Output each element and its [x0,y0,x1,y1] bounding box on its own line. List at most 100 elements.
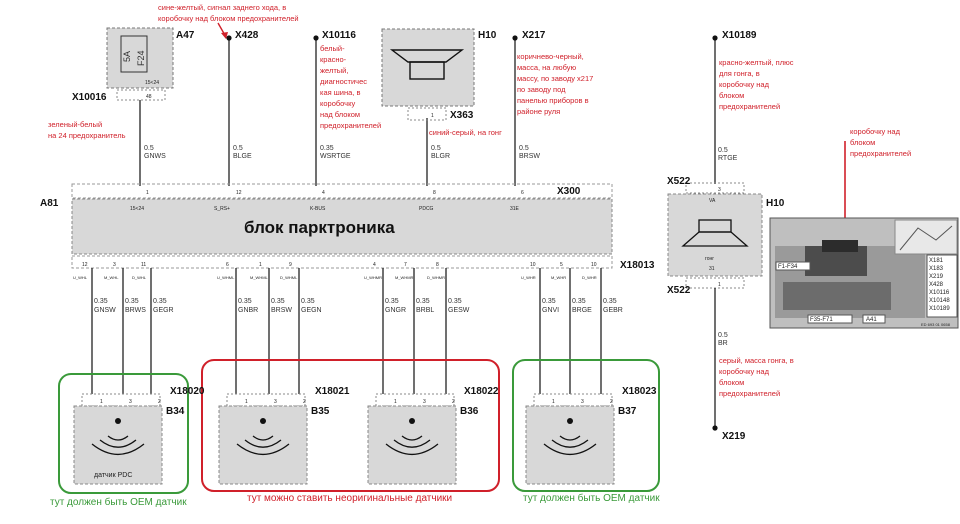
bottom-wire-size: 0.35 [385,298,399,305]
bottom-wire-code: BRSW [271,307,292,314]
bottom-pin-signal: M_WHL [104,275,119,280]
sensor-label: датчик PDC [94,472,132,479]
svg-text:коричнево-черный,: коричнево-черный, [517,52,584,61]
svg-text:коробочку: коробочку [320,99,355,108]
x522-top-connector [685,182,745,194]
sensor-wave [559,435,581,441]
svg-text:BRSW: BRSW [519,153,540,160]
svg-text:диагностичес: диагностичес [320,77,367,86]
photo-label-f35: F35-F71 [810,317,833,323]
sensor-wave [551,439,589,448]
block-signals: 15<24 S_RS+ K-BUS PDCG 31E [130,206,520,212]
gong-box [667,193,763,277]
gong-ground-code: BR [718,340,728,347]
bottom-pin-signal: U_WHML [217,275,235,280]
svg-text:WSRTGE: WSRTGE [320,153,351,160]
block-name: A81 [40,198,59,209]
sensor-box [525,405,615,485]
x10116-label: X10116 [322,30,356,41]
sensor-pin: 1 [245,399,248,405]
svg-text:X428: X428 [929,282,944,288]
bottom-pin-signal: D_WHL [132,275,147,280]
x217-label: X217 [522,30,546,41]
x219-label: X219 [722,431,746,442]
fusebox-photo [769,217,959,329]
svg-text:белый-: белый- [320,44,345,53]
svg-text:массу, по заводу x217: массу, по заводу x217 [517,74,593,83]
bottom-wire-size: 0.35 [153,298,167,305]
fuse-box [106,27,174,89]
gong-va: VA [709,198,716,204]
sensor-connector [81,393,161,407]
bottom-pin-signal: U_WHR [521,275,536,280]
top-wire-labels: 0.5 GNWS 0.5 BLGE 0.35 WSRTGE 0.5 BLGR 0… [144,145,540,160]
sensor-connector [533,393,613,407]
svg-text:8: 8 [433,190,436,196]
x363-note: синий-серый, на гонг [429,128,502,137]
photo-code: ED 693 01 0658 [921,322,951,327]
svg-text:блоком: блоком [719,378,744,387]
bottom-wire-code: GEGN [301,307,322,314]
sensor-pin: 1 [100,399,103,405]
bottom-pin: 12 [82,262,88,268]
sensor-connector [226,393,306,407]
sensor-box [367,405,457,485]
svg-text:X183: X183 [929,266,944,272]
bottom-wire-code: BRWS [125,307,146,314]
bottom-pin: 11 [141,262,146,268]
svg-text:коробочку над: коробочку над [850,127,901,136]
svg-text:31E: 31E [510,206,520,212]
fuse-amp: 5A [122,51,132,62]
sensor-name: B36 [460,406,479,417]
bottom-wire-code: GESW [448,307,470,314]
bottom-wire-size: 0.35 [542,298,556,305]
sensor-wave [236,443,290,456]
sensor-wave [401,435,423,441]
x522-top-label: X522 [667,176,691,187]
svg-text:предохранителей: предохранителей [850,149,911,158]
svg-text:BLGR: BLGR [431,153,450,160]
sensor-dot [567,418,573,424]
photo-list: X181 X183 X219 X428 X10116 X10148 X10189 [929,258,950,312]
svg-text:предохранителей: предохранителей [719,102,780,111]
fuse-box-name: A47 [176,30,195,41]
svg-text:блоком: блоком [719,91,744,100]
oem-sensor-frame-right [512,359,660,492]
bottom-pin: 8 [436,262,439,268]
sensor-name: B35 [311,406,330,417]
box-note: коробочку над блоком предохранителей [850,127,911,158]
sensor-wave [393,439,431,448]
parktronic-block [71,198,613,255]
fuse-symbol [120,35,148,73]
x10189-note: красно-желтый, плюс для гонга, в коробоч… [719,58,794,111]
svg-text:коробочку над: коробочку над [719,367,770,376]
sensor-connector [375,393,455,407]
top-note-arrowhead [221,32,228,39]
fuse-pin-no: 48 [146,94,152,100]
bottom-pin: 1 [259,262,262,268]
bottom-pin: 7 [404,262,407,268]
gong-ground-size: 0.5 [718,332,728,339]
sensor-pin: 3 [129,399,132,405]
red-note: тут можно ставить неоригинальные датчики [247,493,452,504]
sensor-pin: 2 [303,399,306,405]
sensor-pin: 1 [552,399,555,405]
sensor-pin: 2 [610,399,613,405]
svg-text:X181: X181 [929,258,944,264]
bottom-pin-signal: U_WHL [73,275,88,280]
bottom-pin: 6 [226,262,229,268]
svg-text:блоком: блоком [850,138,875,147]
sensor-name: B34 [166,406,185,417]
bottom-wire-size: 0.35 [238,298,252,305]
top-note-line1: сине-желтый, сигнал заднего хода, в [158,3,286,12]
bottom-pin-signal: M_WHMR [395,275,414,280]
svg-text:BLGE: BLGE [233,153,252,160]
x522-bottom-label: X522 [667,285,691,296]
sensor-connector-label: X18022 [464,386,499,397]
sensor-wave [244,439,282,448]
top-note-line2: коробочку над блоком предохранителей [158,14,299,23]
x18013-label: X18013 [620,260,655,271]
svg-text:S_RS+: S_RS+ [214,206,230,212]
h10-label: H10 [478,30,497,41]
